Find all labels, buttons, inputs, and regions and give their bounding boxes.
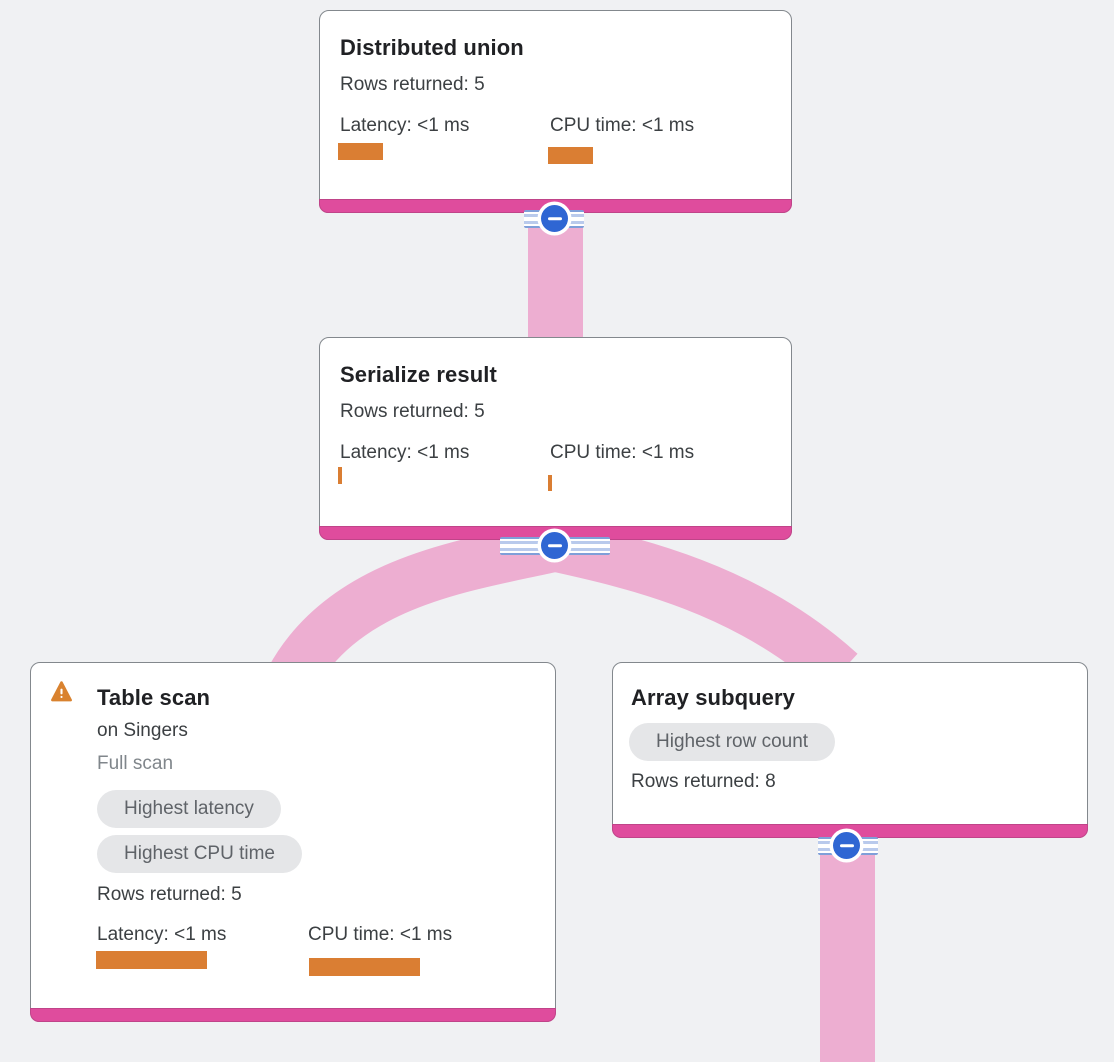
badge-highest-row-count: Highest row count	[629, 723, 836, 761]
collapse-button-distributed-union[interactable]	[541, 205, 568, 232]
latency-bar	[338, 467, 342, 484]
minus-circle-icon	[547, 216, 562, 221]
node-accent-bar	[30, 1008, 556, 1022]
node-title: Serialize result	[340, 362, 497, 387]
node-title: Distributed union	[340, 35, 524, 60]
node-title: Array subquery	[631, 685, 796, 710]
cpu-time-label: CPU time: <1 ms	[550, 115, 695, 136]
node-subtitle: on Singers	[97, 720, 188, 741]
collapse-button-array-subquery[interactable]	[833, 832, 860, 859]
cpu-time-bar	[548, 475, 552, 491]
rows-returned-label: Rows returned: 5	[340, 74, 485, 95]
collapse-button-serialize-result[interactable]	[541, 532, 568, 559]
latency-label: Latency: <1 ms	[97, 924, 227, 945]
warning-triangle-icon	[51, 681, 72, 702]
cpu-time-bar	[548, 147, 593, 164]
badge-highest-latency: Highest latency	[97, 790, 281, 828]
edge-serialize-to-arraysubquery	[551, 520, 858, 693]
latency-bar	[338, 143, 383, 160]
latency-label: Latency: <1 ms	[340, 115, 470, 136]
cpu-time-bar	[309, 958, 420, 976]
scan-type-label: Full scan	[97, 753, 174, 774]
node-title: Table scan	[97, 685, 211, 710]
plan-node-serialize-result[interactable]: Serialize result Rows returned: 5 Latenc…	[319, 337, 792, 540]
cpu-time-label: CPU time: <1 ms	[308, 924, 453, 945]
plan-node-array-subquery[interactable]: Array subquery Highest row count Rows re…	[612, 662, 1088, 838]
edge-arraysubquery-to-child	[820, 832, 875, 1062]
latency-bar	[96, 951, 207, 969]
rows-returned-label: Rows returned: 8	[631, 771, 776, 792]
rows-returned-label: Rows returned: 5	[340, 401, 485, 422]
plan-node-distributed-union[interactable]: Distributed union Rows returned: 5 Laten…	[319, 10, 792, 213]
edge-serialize-to-tablescan	[268, 520, 559, 694]
latency-label: Latency: <1 ms	[340, 442, 470, 463]
minus-circle-icon	[839, 843, 854, 848]
minus-circle-icon	[547, 543, 562, 548]
cpu-time-label: CPU time: <1 ms	[550, 442, 695, 463]
plan-node-table-scan[interactable]: Table scan on Singers Full scan Highest …	[30, 662, 556, 1022]
badge-highest-cpu-time: Highest CPU time	[97, 835, 302, 873]
rows-returned-label: Rows returned: 5	[97, 884, 242, 905]
